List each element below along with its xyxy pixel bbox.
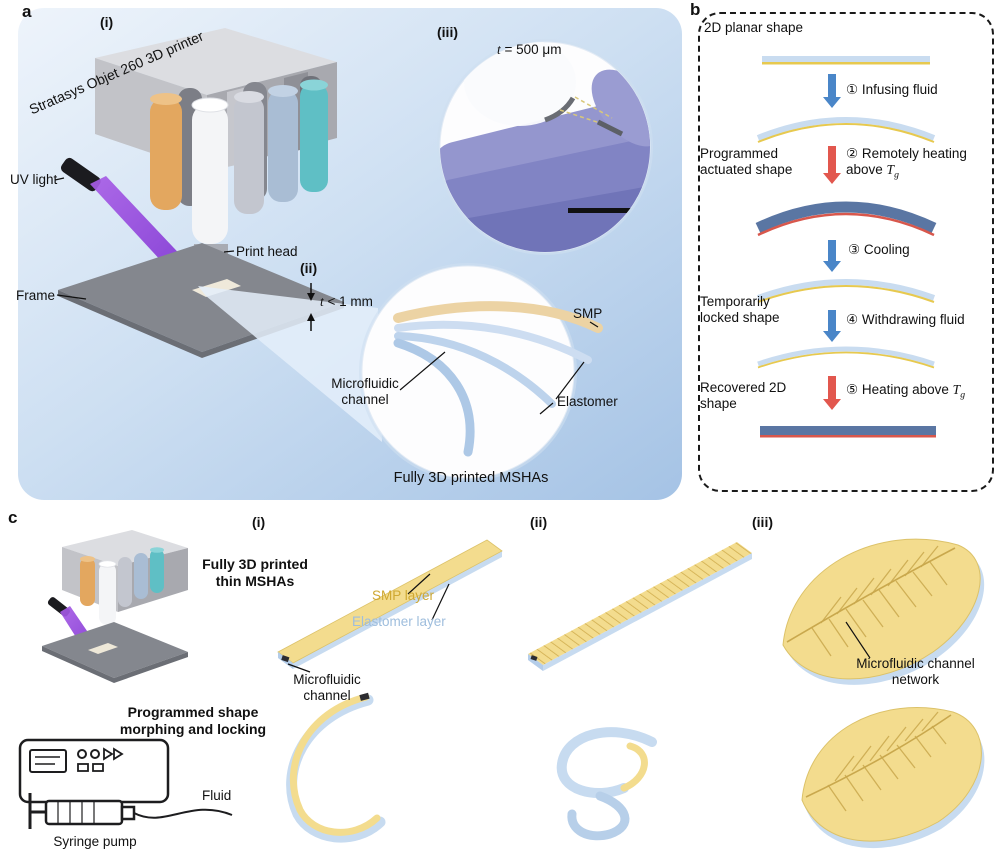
panel-c-marker-i: (i)	[252, 514, 266, 530]
printed-mshas-caption: Fully 3D printed thin MSHAs	[202, 556, 308, 589]
thickness-500um-label: t = 500 μm	[497, 42, 561, 58]
thickness-500um-value: = 500 μm	[500, 42, 562, 57]
state-planar-label: 2D planar shape	[704, 20, 804, 35]
panel-a-marker-ii: (ii)	[300, 260, 318, 276]
helix-ii	[556, 727, 657, 841]
thickness-1mm-label: t < 1 mm	[320, 294, 373, 310]
curled-strip-i	[286, 692, 386, 843]
microfluidic-channel-label-c: Microfluidic channel	[293, 672, 361, 703]
uv-light-label: UV light	[10, 172, 58, 187]
smp-layer-label: SMP layer	[372, 588, 435, 603]
channel-network-label: Microfluidic channel network	[856, 656, 975, 687]
panel-c-tag: c	[8, 508, 18, 527]
syringe-pump-illustration	[18, 738, 233, 829]
panel-a-caption: Fully 3D printed MSHAs	[393, 470, 549, 486]
step-infusing-label: ① Infusing fluid	[846, 82, 938, 97]
step-heating-label: ⑤ Heating above Tg	[846, 382, 965, 401]
panel-a-marker-iii: (iii)	[437, 24, 458, 40]
panel-a-marker-i: (i)	[100, 14, 114, 30]
fluid-label: Fluid	[202, 788, 232, 803]
panel-b-dashed-box	[698, 12, 994, 492]
step-remote-heating-text: ② Remotely heating above	[846, 146, 967, 177]
tg-var: T	[886, 161, 895, 177]
small-printer-illustration	[42, 530, 188, 683]
state-recovered-label: Recovered 2D shape	[700, 380, 787, 411]
panel-b-tag: b	[690, 0, 701, 19]
panel-c-marker-iii: (iii)	[752, 514, 773, 530]
tg-sub: g	[894, 169, 899, 181]
tg-sub-2: g	[960, 389, 966, 401]
elastomer-label: Elastomer	[557, 394, 618, 409]
step-remote-heating-label: ② Remotely heating above Tg	[846, 146, 967, 181]
frame-label: Frame	[16, 288, 56, 303]
tg-var-2: T	[952, 382, 961, 397]
state-actuated-label: Programmed actuated shape	[700, 146, 793, 177]
panel-c-marker-ii: (ii)	[530, 514, 548, 530]
panel-a-background	[18, 8, 682, 500]
state-locked-label: Temporarily locked shape	[700, 294, 780, 325]
microfluidic-channel-label-a: Microfluidic channel	[331, 376, 399, 407]
step-heating-text: ⑤ Heating above	[846, 382, 953, 397]
thickness-1mm-value: < 1 mm	[323, 294, 373, 309]
strip-ii	[528, 542, 752, 671]
fluid-tube	[133, 808, 233, 819]
thickness-1mm-var: t	[320, 294, 324, 309]
step-cooling-label: ③ Cooling	[848, 242, 910, 257]
elastomer-layer-label: Elastomer layer	[352, 614, 446, 629]
print-head-label: Print head	[236, 244, 298, 259]
step-withdrawing-label: ④ Withdrawing fluid	[846, 312, 965, 327]
syringe-pump-label: Syringe pump	[53, 834, 137, 849]
smp-label: SMP	[573, 306, 603, 321]
panel-a-tag: a	[22, 2, 32, 21]
morphing-caption: Programmed shape morphing and locking	[119, 704, 267, 737]
leaf-bottom	[801, 707, 985, 849]
thickness-500um-var: t	[497, 42, 501, 57]
